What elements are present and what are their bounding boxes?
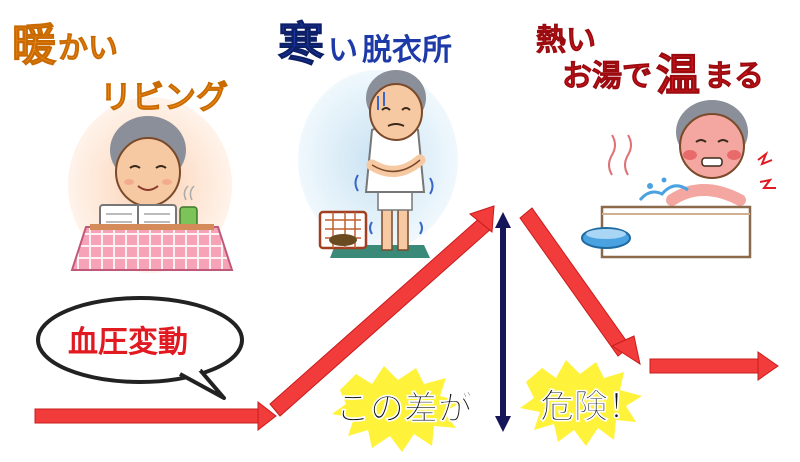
dressing-rest1: い [328, 33, 358, 68]
caption-difference: この差が [336, 389, 472, 429]
speech-bubble [36, 296, 244, 400]
bath-line1: 熱い [536, 23, 596, 58]
elderly-in-bath-icon [581, 100, 776, 259]
bubble-text: 血圧変動 [68, 325, 188, 360]
burst-icon [332, 360, 642, 452]
double-arrow-icon [495, 212, 511, 432]
living-line1-rest: かい [58, 31, 118, 66]
dressing-rest2: 脱衣所 [362, 33, 452, 68]
living-line1-big: 暖 [12, 20, 57, 71]
bath-line2-big: 温 [656, 50, 700, 101]
dressing-big: 寒 [278, 17, 324, 71]
shivering-elderly-icon [298, 70, 458, 258]
caption-danger: 危険！ [540, 387, 642, 427]
elderly-at-kotatsu-icon [68, 97, 234, 273]
bath-line2-post: まる [704, 59, 764, 94]
blood-pressure-arrow-icon [34, 205, 779, 432]
living-line2: リビング [100, 78, 228, 116]
bath-line2-pre: お湯で [562, 59, 652, 94]
